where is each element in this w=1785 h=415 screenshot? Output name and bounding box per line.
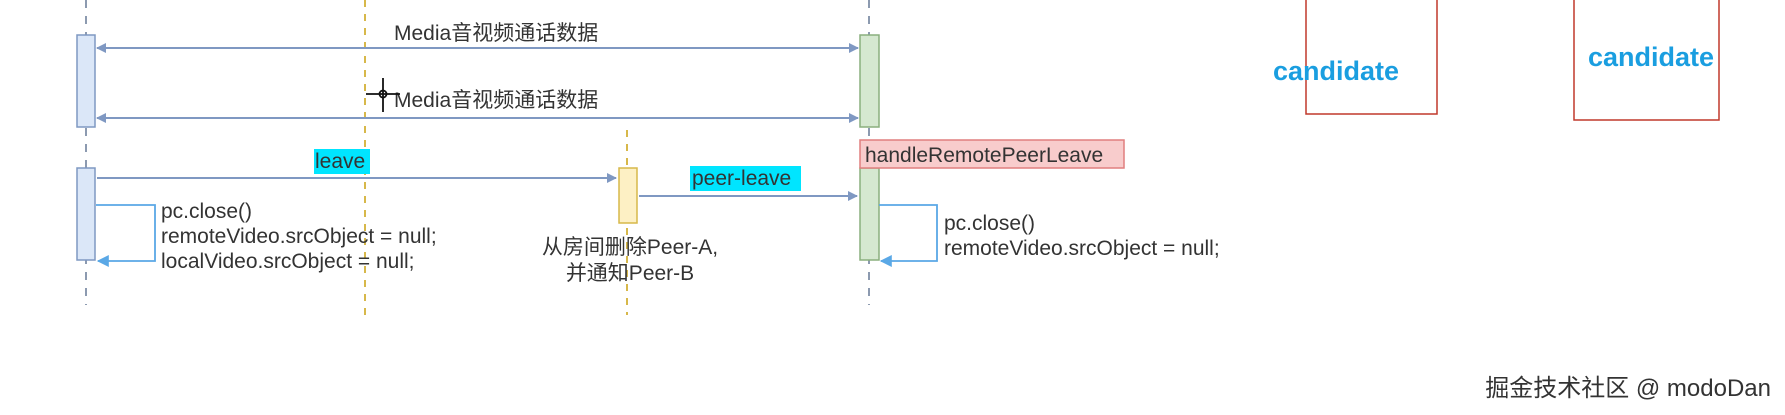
candidate-box-1 — [1305, 0, 1438, 115]
watermark: 掘金技术社区 @ modoDan — [1485, 375, 1771, 402]
candidate-label-2: candidate — [1588, 42, 1714, 72]
peer-b-close-text: pc.close() — [944, 212, 1035, 235]
peer-leave-label: peer-leave — [692, 167, 791, 190]
peer-leave-highlight — [690, 166, 801, 191]
candidate-label-1: candidate — [1273, 56, 1399, 86]
leave-label: leave — [315, 150, 365, 173]
activation-room-server — [618, 167, 638, 224]
media-label-top: Media音视频通话数据 — [394, 22, 598, 45]
activation-peer-a-media — [76, 34, 96, 128]
peer-b-remote-text: remoteVideo.srcObject = null; — [944, 237, 1220, 260]
self-call-peer-a — [96, 204, 156, 267]
peer-a-remote-text: remoteVideo.srcObject = null; — [161, 225, 437, 248]
self-call-peer-b — [879, 204, 938, 267]
server-note-line2: 并通知Peer-B — [566, 262, 694, 285]
peer-a-local-text: localVideo.srcObject = null; — [161, 250, 415, 273]
handler-note-label: handleRemotePeerLeave — [865, 144, 1103, 167]
peer-a-close-text: pc.close() — [161, 200, 252, 223]
media-label-bottom: Media音视频通话数据 — [394, 89, 598, 112]
candidate-box-2 — [1573, 0, 1720, 121]
activation-peer-b-leave — [859, 167, 880, 261]
leave-highlight — [314, 149, 370, 174]
server-note-line1: 从房间删除Peer-A, — [542, 236, 718, 259]
activation-peer-b-media — [859, 34, 880, 128]
crosshair-cursor-icon — [366, 78, 400, 112]
handler-note-box — [859, 139, 1125, 169]
activation-peer-a-leave — [76, 167, 96, 261]
